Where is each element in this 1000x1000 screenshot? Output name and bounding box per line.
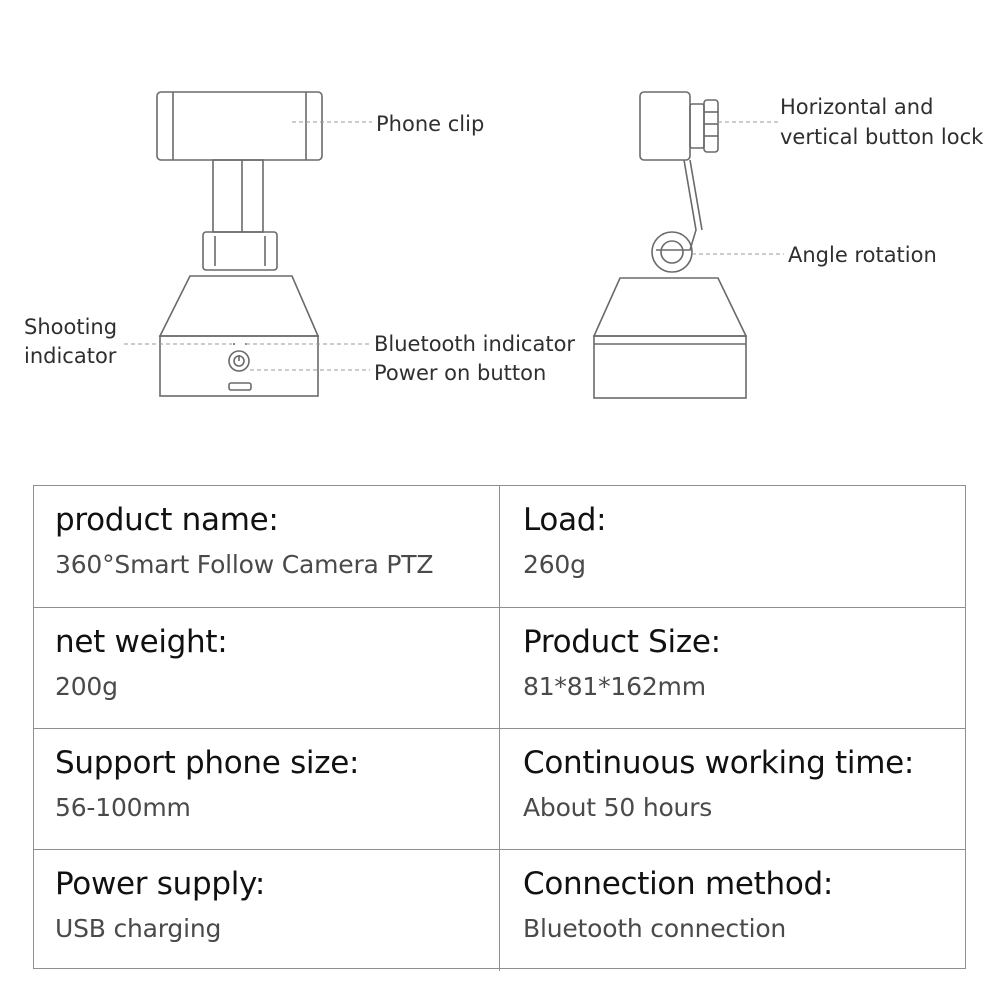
front-usb-port (228, 382, 252, 391)
front-power-button (228, 350, 250, 372)
front-base-dome (158, 275, 320, 337)
front-stem (212, 159, 264, 233)
spec-value: About 50 hours (523, 793, 713, 822)
callout-button-lock-line1: Horizontal and (780, 95, 934, 119)
spec-row: Support phone size: 56-100mm Continuous … (34, 728, 965, 850)
spec-label: product name: (55, 502, 279, 538)
spec-value: 260g (523, 550, 586, 579)
spec-label: Product Size: (523, 624, 721, 660)
spec-cell-product-name: product name: 360°Smart Follow Camera PT… (34, 486, 500, 607)
front-view-device (156, 91, 323, 397)
spec-label: Connection method: (523, 866, 834, 902)
spec-value: Bluetooth connection (523, 914, 787, 943)
spec-label: Support phone size: (55, 745, 360, 781)
spec-row: product name: 360°Smart Follow Camera PT… (34, 486, 965, 607)
spec-cell-net-weight: net weight: 200g (34, 608, 500, 729)
spec-label: Power supply: (55, 866, 265, 902)
callout-bluetooth-indicator: Bluetooth indicator (374, 332, 576, 356)
callout-button-lock-line2: vertical button lock (780, 125, 984, 149)
spec-label: Continuous working time: (523, 745, 915, 781)
spec-value: 81*81*162mm (523, 672, 706, 701)
spec-value: 360°Smart Follow Camera PTZ (55, 550, 434, 579)
callout-power-on-button: Power on button (374, 361, 547, 385)
callout-shooting-indicator-line1: Shooting (24, 315, 118, 339)
spec-label: net weight: (55, 624, 228, 660)
spec-row: Power supply: USB charging Connection me… (34, 849, 965, 971)
spec-value: 200g (55, 672, 118, 701)
spec-row: net weight: 200g Product Size: 81*81*162… (34, 607, 965, 729)
callout-phone-clip: Phone clip (376, 112, 485, 136)
side-lock-knob (703, 99, 719, 153)
product-diagram: Phone clip Horizontal and vertical butto… (0, 0, 1000, 460)
product-line-drawing (124, 91, 784, 399)
spec-cell-product-size: Product Size: 81*81*162mm (500, 608, 965, 729)
side-base-body (593, 335, 747, 399)
spec-value: 56-100mm (55, 793, 191, 822)
front-joint (202, 231, 278, 271)
side-view-device (592, 91, 748, 399)
spec-cell-working-time: Continuous working time: About 50 hours (500, 729, 965, 850)
spec-cell-connection-method: Connection method: Bluetooth connection (500, 850, 965, 971)
spec-table: product name: 360°Smart Follow Camera PT… (33, 485, 966, 971)
callout-angle-rotation: Angle rotation (788, 243, 937, 267)
front-phone-clip (156, 91, 323, 161)
front-base-body (159, 335, 319, 397)
side-phone-clip (639, 91, 691, 161)
spec-cell-support-phone-size: Support phone size: 56-100mm (34, 729, 500, 850)
side-base-dome (592, 277, 748, 337)
spec-cell-power-supply: Power supply: USB charging (34, 850, 500, 971)
spec-label: Load: (523, 502, 607, 538)
side-rotation-knob (651, 231, 693, 273)
spec-value: USB charging (55, 914, 222, 943)
callout-shooting-indicator-line2: indicator (24, 344, 117, 368)
spec-cell-load: Load: 260g (500, 486, 965, 607)
